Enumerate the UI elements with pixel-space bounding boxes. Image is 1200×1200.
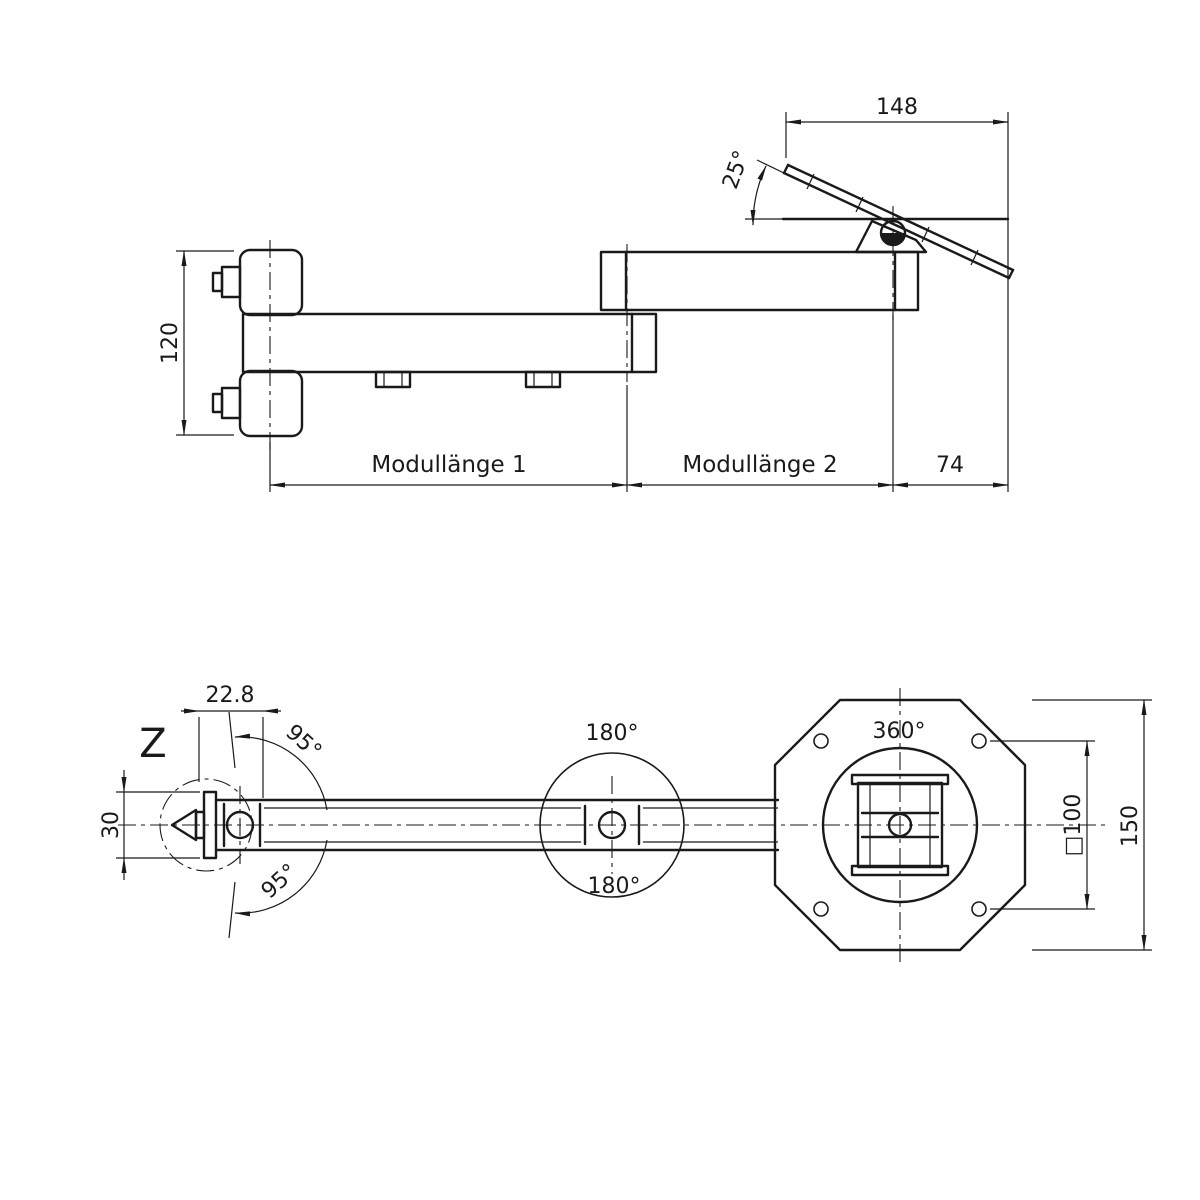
base-plate-octagon: 360° <box>773 698 1027 952</box>
swivel-angle-up: 95° <box>228 711 328 811</box>
side-view-centerlines <box>269 206 894 450</box>
swivel-angle-down: 95° <box>228 839 328 939</box>
arm-module-2 <box>599 250 920 312</box>
screw-hole-bottom-right <box>971 901 987 917</box>
dimension-30: 30 <box>99 770 200 880</box>
dimension-148: 148 <box>785 95 1009 492</box>
dimension-120: 120 <box>158 250 234 436</box>
screw-hole-bottom-left <box>813 901 829 917</box>
swivel-joint-1 <box>222 802 262 848</box>
dim-22-8-text: 22.8 <box>206 683 255 708</box>
vesa-bracket <box>850 773 950 877</box>
plan-view: Z 22.8 <box>99 683 1152 962</box>
dimension-vesa-100: □100 <box>990 740 1095 910</box>
wall-end-fitting <box>170 790 218 860</box>
dim-vesa-text: □100 <box>1061 794 1086 857</box>
swivel-joint-2: 180° 180° <box>539 721 685 899</box>
screw-hole-top-right <box>971 733 987 749</box>
mid-rotation-bottom-text: 180° <box>588 874 641 899</box>
module-length-dimension-chain: Modullänge 1 Modullänge 2 74 <box>269 315 1009 492</box>
module2-length-label: Modullänge 2 <box>682 452 837 478</box>
monitor-plate-tilted <box>781 163 1015 280</box>
tilt-angle-25: 25° <box>718 147 785 226</box>
arm-module-1 <box>241 312 658 389</box>
wall-bracket <box>211 248 304 438</box>
swivel-down-angle-text: 95° <box>257 859 303 904</box>
screw-hole-top-left <box>813 733 829 749</box>
dimension-22-8: 22.8 <box>181 683 281 798</box>
module1-length-label: Modullänge 1 <box>371 452 526 478</box>
dim-120-text: 120 <box>158 322 183 364</box>
dim-30-text: 30 <box>99 811 124 839</box>
plate-rotation-text: 360° <box>873 719 926 744</box>
tilt-head-hinge <box>854 219 928 254</box>
mid-rotation-top-text: 180° <box>586 721 639 746</box>
dimension-150: 150 <box>1032 699 1152 951</box>
dim-148-text: 148 <box>876 95 918 120</box>
dim-150-text: 150 <box>1118 805 1143 847</box>
dim-74-text: 74 <box>936 453 964 478</box>
arm-profile-bar <box>214 798 780 852</box>
detail-z-label: Z <box>139 721 166 767</box>
side-elevation-view: 148 25° 120 Modullänge 1 Modullänge 2 <box>158 95 1015 492</box>
swivel-up-angle-text: 95° <box>280 720 326 765</box>
tilt-angle-text: 25° <box>718 147 755 192</box>
